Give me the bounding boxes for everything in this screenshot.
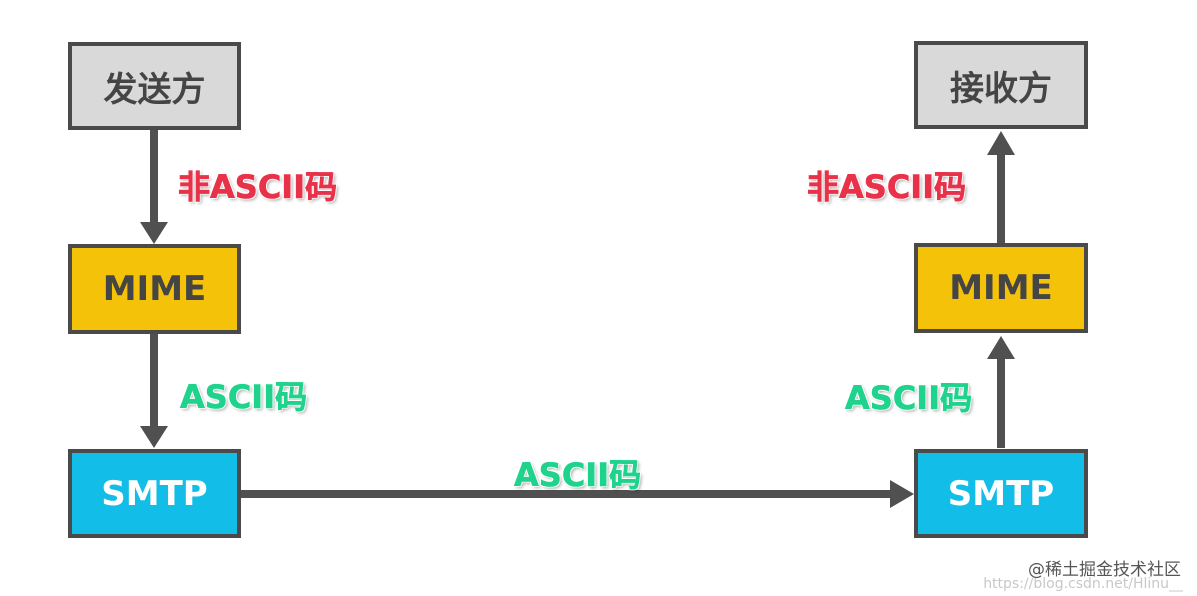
edge-label-right-middle: ASCII码 [845,379,973,418]
edge-label-bottom: ASCII码 [514,456,642,495]
left-smtp-label: SMTP [101,473,208,514]
right-smtp-label: SMTP [947,473,1055,514]
left-mime-box: MIME [68,244,241,334]
sender-label: 发送方 [103,69,206,110]
arrow-mime-to-receiver [987,131,1015,243]
left-mime-label: MIME [102,269,207,309]
receiver-label: 接收方 [950,68,1052,109]
sender-box: 发送方 [68,42,241,130]
arrow-mime-to-smtp-left [140,334,168,448]
right-mime-label: MIME [949,268,1053,308]
right-smtp-box: SMTP [914,449,1088,538]
arrow-sender-to-mime [140,130,168,244]
watermark-url: https://blog.csdn.net/Hlinu__ [983,576,1183,592]
watermark-brand: @稀土掘金技术社区 [1028,560,1181,580]
edge-label-left-middle: ASCII码 [180,378,308,417]
arrow-smtp-to-mime-right [987,336,1015,448]
edge-label-right-top: 非ASCII码 [807,168,967,207]
receiver-box: 接收方 [914,41,1088,129]
left-smtp-box: SMTP [68,449,241,538]
edge-label-left-top: 非ASCII码 [178,168,338,207]
arrow-smtp-to-smtp [240,480,914,508]
right-mime-box: MIME [914,243,1088,333]
